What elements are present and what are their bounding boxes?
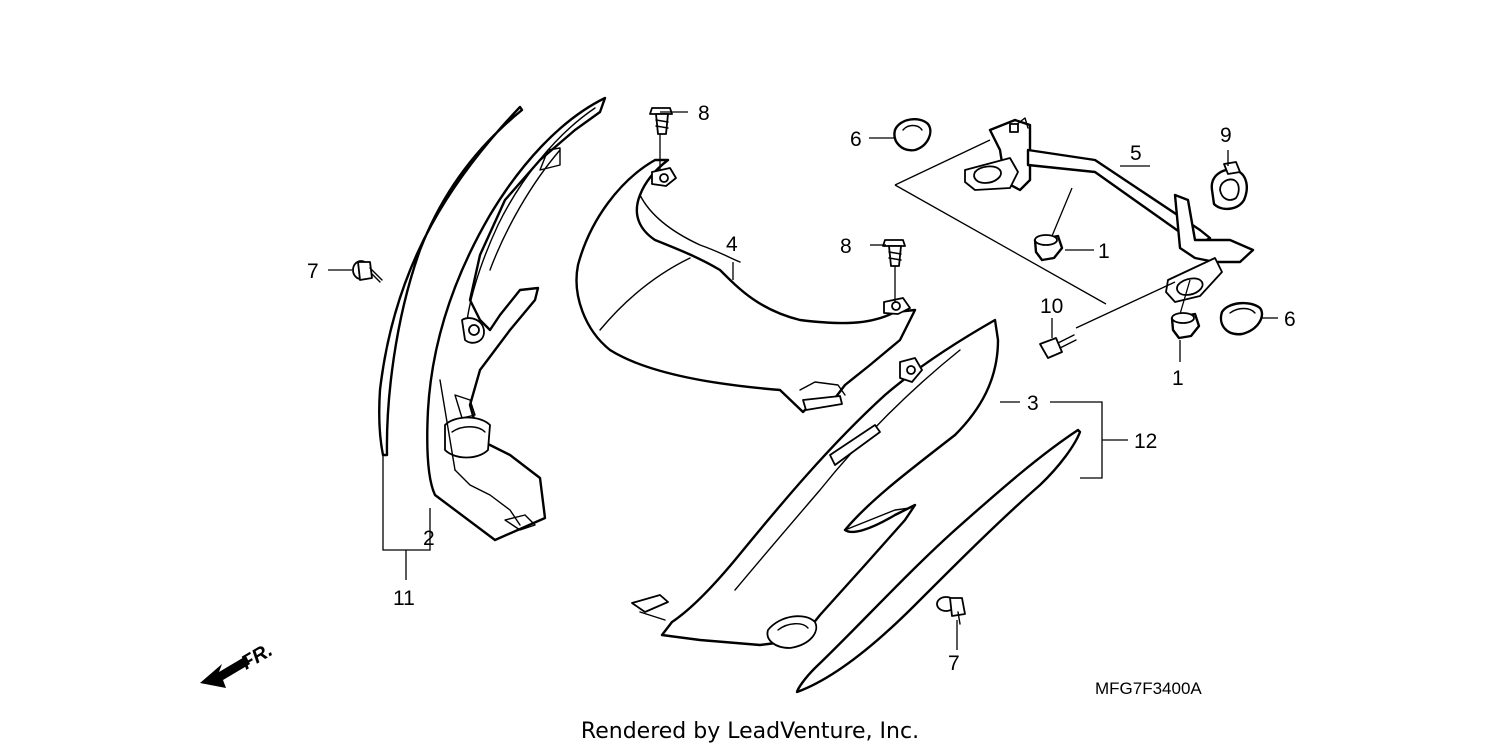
callout-2: 2 [423, 527, 435, 550]
callout-10: 10 [1040, 295, 1063, 318]
flange-bolt-part[interactable] [1039, 334, 1077, 359]
well-nut-part[interactable] [1033, 234, 1064, 262]
footer-credit: Rendered by LeadVenture, Inc. [581, 719, 919, 744]
diagram-code: MFG7F3400A [1095, 679, 1202, 698]
callout-7: 7 [307, 260, 319, 283]
side-cowl-left-part[interactable] [378, 96, 607, 542]
callout-8: 8 [840, 235, 852, 258]
callout-11: 11 [393, 587, 415, 610]
callout-1: 1 [1172, 367, 1184, 390]
callout-3: 3 [1027, 392, 1039, 415]
grommet-part[interactable] [893, 118, 932, 152]
callout-9: 9 [1220, 124, 1232, 147]
cowl-stay-part[interactable] [964, 117, 1255, 303]
callout-4: 4 [726, 233, 738, 256]
callout-7: 7 [948, 652, 960, 675]
side-cowl-right-part[interactable] [631, 318, 1082, 694]
callout-6: 6 [1284, 308, 1296, 331]
front-direction-arrow-icon: FR. [200, 639, 276, 688]
leader-lines [328, 111, 1278, 650]
callout-12: 12 [1134, 430, 1157, 453]
callout-6: 6 [850, 128, 862, 151]
screw-part-2[interactable] [936, 596, 966, 625]
grommet-part-2[interactable] [1219, 301, 1264, 336]
screw-part[interactable] [352, 260, 383, 283]
well-nut-part-2[interactable] [1170, 312, 1201, 340]
callout-1: 1 [1098, 240, 1110, 263]
trim-clip-part-2[interactable] [882, 239, 906, 267]
upper-cowl-part[interactable] [575, 158, 917, 414]
trim-clip-part[interactable] [649, 107, 673, 135]
cable-band-part[interactable] [1210, 161, 1248, 211]
callout-8: 8 [698, 102, 710, 125]
callout-5: 5 [1130, 142, 1142, 165]
callout-labels: 8 8 4 7 7 6 6 5 9 1 1 10 3 12 2 11 [307, 102, 1296, 675]
direction-label: FR. [238, 639, 277, 674]
